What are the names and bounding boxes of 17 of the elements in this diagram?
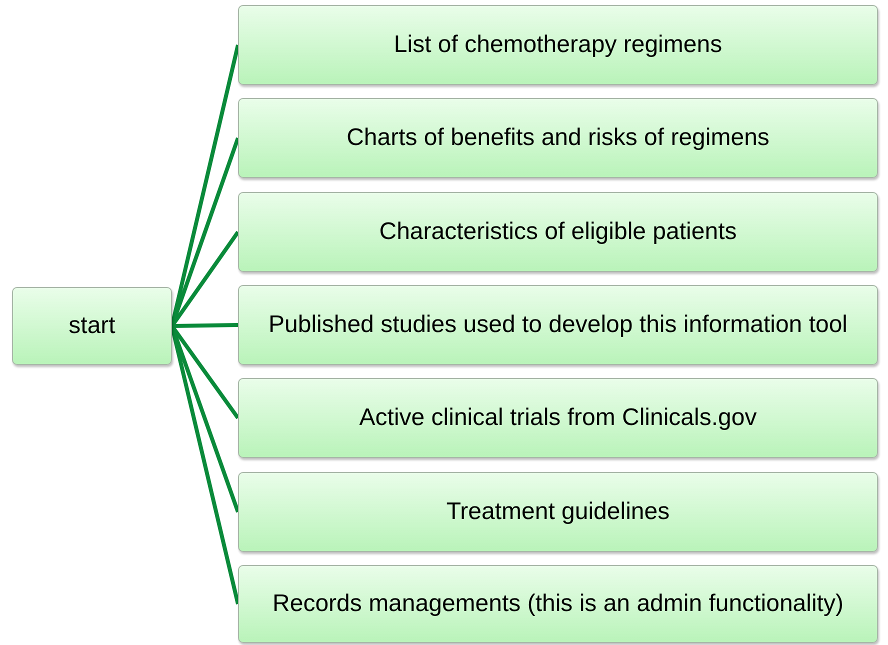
topic-box — [238, 98, 878, 178]
topic-box — [238, 472, 878, 552]
topic-box — [238, 192, 878, 272]
box-label: Characteristics of eligible patients — [379, 217, 737, 247]
box-label: Active clinical trials from Clinicals.gov — [359, 403, 757, 433]
box-label: Treatment guidelines — [446, 497, 670, 527]
box-label: Published studies used to develop this information tool — [268, 310, 848, 340]
connector-line — [172, 323, 238, 328]
topic-box — [238, 285, 878, 365]
topic-box — [238, 378, 878, 458]
topic-box — [238, 5, 878, 85]
topic-box — [238, 565, 878, 643]
box-label: Charts of benefits and risks of regimens — [346, 123, 770, 153]
box-label: List of chemotherapy regimens — [394, 30, 722, 60]
box-label: Records managements (this is an admin functionality) — [272, 589, 844, 619]
box-label: start — [68, 311, 116, 341]
start-box — [12, 287, 172, 365]
